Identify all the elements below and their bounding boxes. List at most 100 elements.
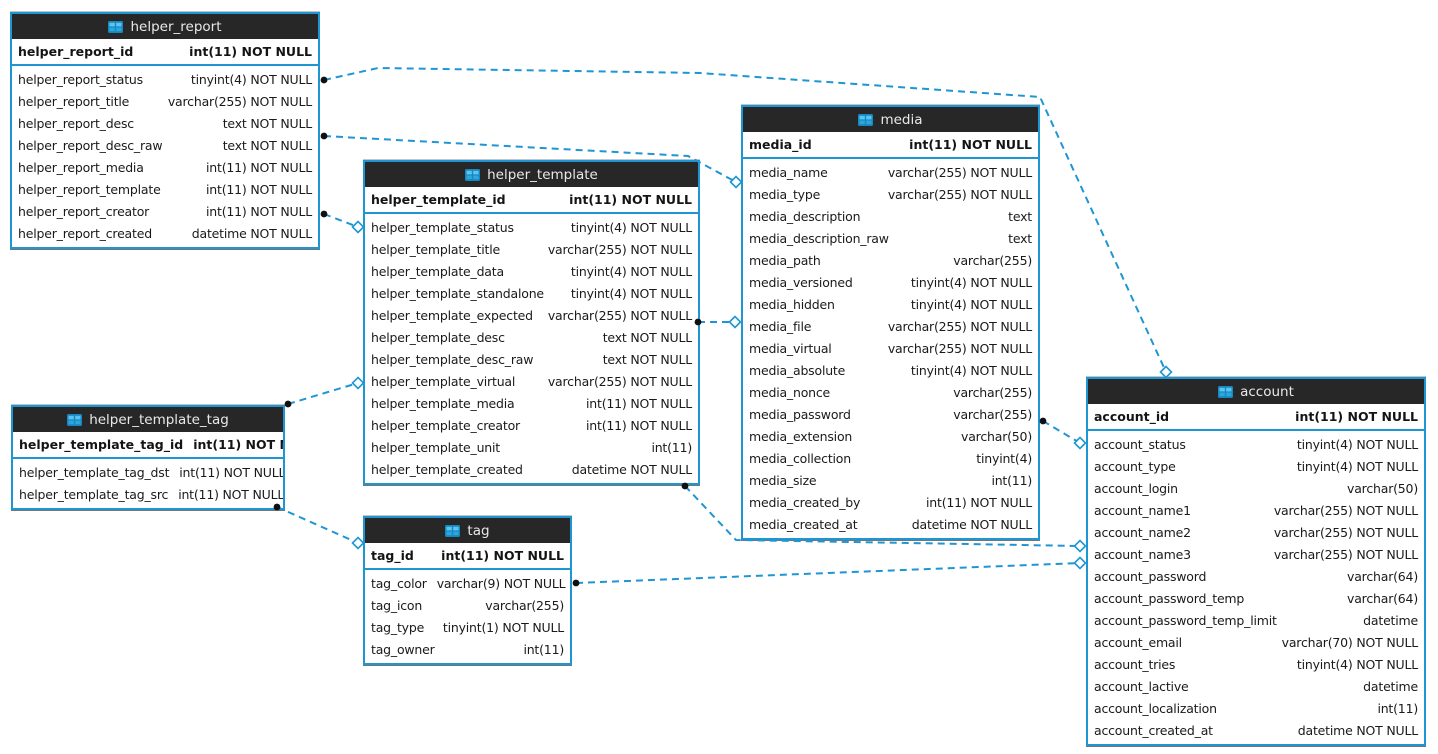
field-type: varchar(255) NOT NULL <box>887 340 1032 356</box>
relation-tag-to-account <box>575 562 1081 584</box>
table-header[interactable]: tag <box>365 518 570 543</box>
primary-key-name: tag_id <box>371 548 414 563</box>
table-icon <box>445 524 461 537</box>
field-row-account_password_temp_limit: account_password_temp_limit datetime <box>1088 609 1424 631</box>
table-helper_template[interactable]: helper_template helper_template_id int(1… <box>363 160 700 485</box>
primary-key-name: helper_template_tag_id <box>19 437 184 452</box>
table-title: media <box>880 111 923 128</box>
relation-source-dot <box>320 210 328 218</box>
table-header[interactable]: media <box>743 107 1038 132</box>
field-name: account_type <box>1094 458 1176 474</box>
field-name: account_localization <box>1094 700 1217 716</box>
field-row-helper_template_status: helper_template_status tinyint(4) NOT NUL… <box>365 216 698 238</box>
table-helper_report[interactable]: helper_report helper_report_id int(11) N… <box>10 12 320 249</box>
field-name: helper_template_creator <box>371 417 520 433</box>
field-name: media_description <box>749 208 861 224</box>
field-name: helper_template_created <box>371 461 523 477</box>
field-type: int(11) <box>651 439 692 455</box>
field-type: varchar(64) <box>1347 568 1418 584</box>
table-title: helper_report <box>130 18 222 35</box>
field-type: varchar(255) <box>953 406 1032 422</box>
field-name: media_created_at <box>749 516 858 532</box>
field-type: text NOT NULL <box>602 329 692 345</box>
relation-target-diamond <box>1073 539 1087 553</box>
relation-target-diamond <box>729 175 743 189</box>
field-type: text NOT NULL <box>602 351 692 367</box>
field-name: helper_report_title <box>18 93 130 109</box>
field-type: tinyint(4) NOT NULL <box>570 219 692 235</box>
table-header[interactable]: helper_report <box>12 14 318 39</box>
field-name: media_path <box>749 252 821 268</box>
field-type: varchar(255) NOT NULL <box>887 164 1032 180</box>
table-title: helper_template_tag <box>89 411 229 428</box>
field-name: account_lactive <box>1094 678 1189 694</box>
table-media[interactable]: media media_id int(11) NOT NULL media_na… <box>741 105 1040 540</box>
table-icon <box>108 20 124 33</box>
relation-target-diamond <box>1073 556 1087 570</box>
primary-key-row: helper_report_id int(11) NOT NULL <box>12 39 318 66</box>
field-row-helper_template_tag_dst: helper_template_tag_dst int(11) NOT NULL <box>13 461 283 483</box>
primary-key-row: media_id int(11) NOT NULL <box>743 132 1038 159</box>
field-name: account_password_temp_limit <box>1094 612 1277 628</box>
relation-source-dot <box>320 76 328 84</box>
field-name: helper_template_tag_dst <box>19 464 170 480</box>
field-name: helper_template_status <box>371 219 514 235</box>
field-type: tinyint(4) NOT NULL <box>910 296 1032 312</box>
field-type: tinyint(4) NOT NULL <box>910 274 1032 290</box>
relation-target-diamond <box>728 315 742 329</box>
table-header[interactable]: account <box>1088 379 1424 404</box>
field-name: helper_report_status <box>18 71 143 87</box>
field-name: account_email <box>1094 634 1182 650</box>
field-name: tag_color <box>371 575 427 591</box>
field-name: helper_template_data <box>371 263 504 279</box>
field-type: varchar(50) <box>961 428 1032 444</box>
relation-source-dot <box>572 579 580 587</box>
field-type: int(11) NOT NULL <box>178 486 283 502</box>
table-header[interactable]: helper_template_tag <box>13 407 283 432</box>
field-name: helper_report_media <box>18 159 144 175</box>
field-type: varchar(255) <box>485 597 564 613</box>
table-header[interactable]: helper_template <box>365 162 698 187</box>
field-type: datetime <box>1363 612 1418 628</box>
field-type: int(11) NOT NULL <box>586 417 692 433</box>
field-type: varchar(255) <box>953 384 1032 400</box>
field-name: account_name2 <box>1094 524 1191 540</box>
table-helper_template_tag[interactable]: helper_template_tag helper_template_tag_… <box>11 405 285 510</box>
field-name: helper_template_virtual <box>371 373 516 389</box>
primary-key-type: int(11) NOT NULL <box>441 548 564 563</box>
field-name: media_extension <box>749 428 853 444</box>
field-name: tag_type <box>371 619 425 635</box>
field-name: media_password <box>749 406 851 422</box>
table-account[interactable]: account account_id int(11) NOT NULL acco… <box>1086 377 1426 746</box>
relation-helper_template_tag-to-helper_template <box>287 382 359 405</box>
field-name: media_type <box>749 186 821 202</box>
field-name: helper_template_standalone <box>371 285 544 301</box>
field-type: int(11) NOT NULL <box>179 464 283 480</box>
field-type: tinyint(4) NOT NULL <box>1296 656 1418 672</box>
field-type: tinyint(4) NOT NULL <box>190 71 312 87</box>
field-type: int(11) <box>991 472 1032 488</box>
field-name: helper_report_template <box>18 181 161 197</box>
